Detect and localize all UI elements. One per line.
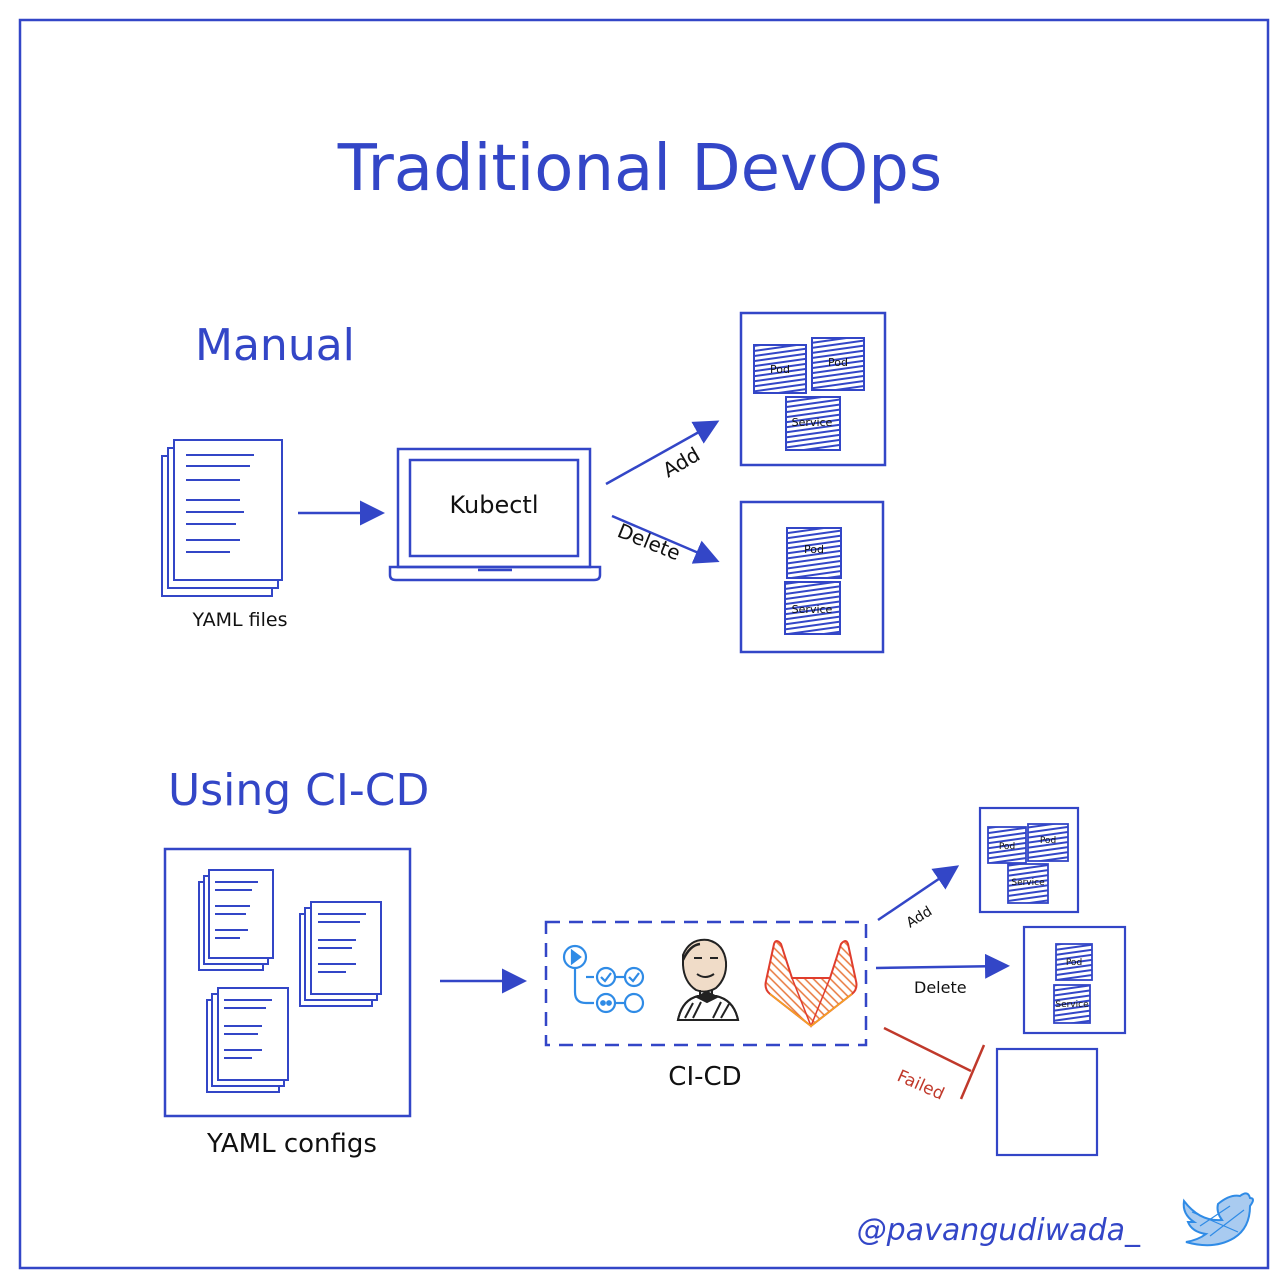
laptop-icon bbox=[388, 447, 602, 582]
service-label: Service bbox=[792, 416, 833, 429]
service-block bbox=[1053, 984, 1091, 1024]
delete-label: Delete bbox=[614, 518, 684, 565]
cicd-label: CI-CD bbox=[668, 1062, 741, 1092]
jenkins-icon bbox=[676, 938, 740, 1021]
manual-heading: Manual bbox=[195, 320, 355, 371]
page-title: Traditional DevOps bbox=[337, 132, 942, 206]
twitter-handle: @pavangudiwada_ bbox=[857, 1213, 1141, 1248]
pod-label: Pod bbox=[770, 363, 790, 376]
pod-label: Pod bbox=[804, 543, 824, 556]
cicd-delete-label: Delete bbox=[914, 978, 967, 997]
cicd-heading: Using CI-CD bbox=[168, 765, 429, 816]
service-block bbox=[1007, 863, 1049, 904]
pod-block bbox=[786, 527, 842, 579]
yaml-files-label: YAML files bbox=[192, 609, 288, 631]
pod-label: Pod bbox=[1040, 836, 1056, 846]
pod-block bbox=[1027, 823, 1069, 862]
yaml-files-icon bbox=[161, 439, 283, 597]
arrow-delete bbox=[611, 514, 720, 564]
service-label: Service bbox=[1055, 1000, 1089, 1010]
arrow-cicd-add bbox=[877, 865, 960, 922]
pod-block bbox=[987, 826, 1027, 864]
yaml-configs-box bbox=[163, 847, 412, 1118]
outer-frame bbox=[18, 18, 1270, 1270]
cicd-delete-result-box: Pod Service bbox=[1022, 925, 1127, 1035]
pod-block bbox=[753, 344, 807, 394]
failed-blocked-arrow bbox=[883, 1026, 986, 1100]
yaml-configs-label: YAML configs bbox=[206, 1129, 377, 1159]
cicd-add-result-box: Pod Pod Service bbox=[978, 806, 1080, 914]
pod-block bbox=[1055, 943, 1093, 981]
pod-label: Pod bbox=[1066, 958, 1082, 968]
service-label: Service bbox=[1011, 878, 1045, 888]
service-block bbox=[785, 396, 841, 451]
failed-label: Failed bbox=[894, 1066, 947, 1104]
cicd-pipeline-box bbox=[544, 920, 868, 1047]
pod-label: Pod bbox=[999, 842, 1015, 852]
arrow-cicd-delete bbox=[875, 953, 1010, 979]
gitlab-icon bbox=[764, 940, 858, 1029]
github-actions-icon bbox=[562, 944, 645, 1014]
delete-result-box: Pod Service bbox=[739, 500, 885, 654]
arrow-add bbox=[605, 420, 720, 486]
cicd-add-label: Add bbox=[904, 903, 935, 931]
twitter-bird-icon bbox=[1182, 1192, 1254, 1247]
kubectl-label: Kubectl bbox=[449, 491, 538, 519]
add-result-box: Pod Pod Service bbox=[739, 311, 887, 467]
cicd-failed-empty-box bbox=[995, 1047, 1099, 1157]
service-block bbox=[784, 581, 841, 635]
service-label: Service bbox=[792, 603, 833, 616]
pod-label: Pod bbox=[828, 356, 848, 369]
pod-block bbox=[811, 337, 865, 391]
add-label: Add bbox=[659, 442, 705, 482]
